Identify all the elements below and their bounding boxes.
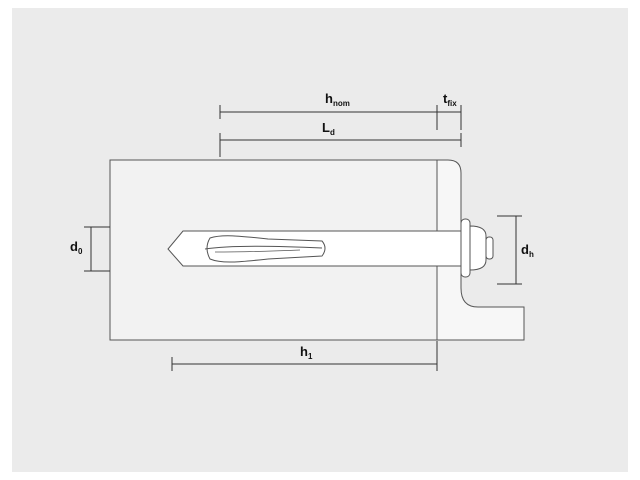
- dh-label: dh: [521, 242, 534, 259]
- anchor-cap: [485, 236, 494, 260]
- anchor-head: [469, 225, 487, 271]
- sleeve-slit: [204, 245, 323, 250]
- d0-label: d0: [70, 239, 83, 256]
- tfix-label: tfix: [443, 91, 457, 108]
- expansion-sleeve: [206, 235, 326, 263]
- anchor-washer: [460, 218, 471, 278]
- fixture-plate: [436, 159, 525, 341]
- sleeve-slit-lower: [214, 249, 301, 253]
- h1-label: h1: [300, 344, 313, 361]
- ld-label: Ld: [322, 120, 335, 137]
- hnom-label: hnom: [325, 91, 350, 108]
